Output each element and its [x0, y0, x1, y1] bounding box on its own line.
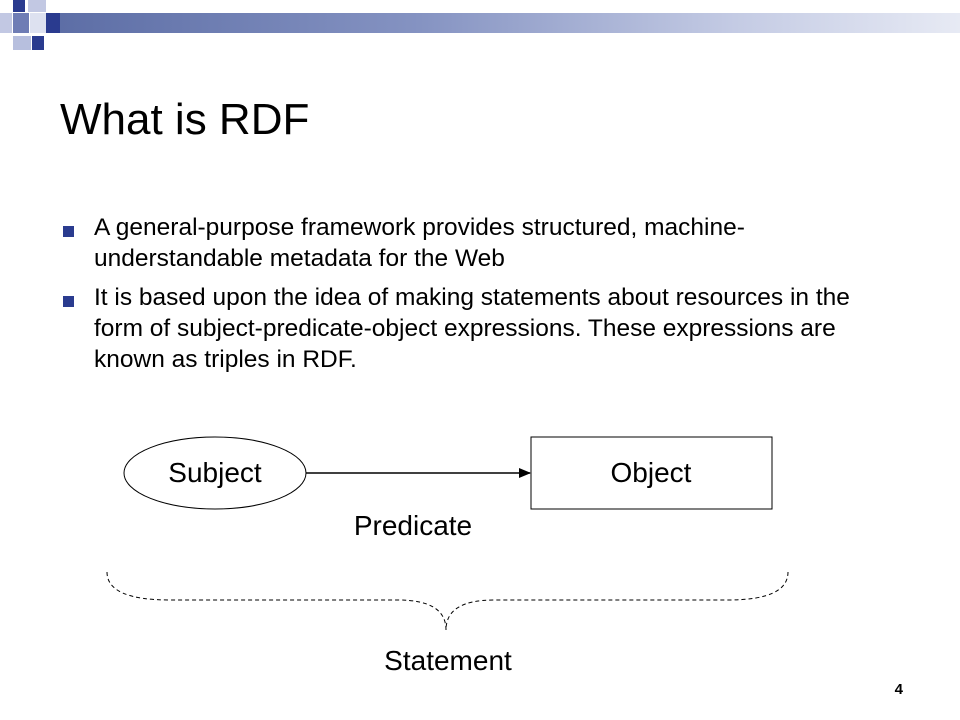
header-square-light	[13, 36, 31, 50]
header-square-light	[0, 13, 12, 33]
header-gradient-bar	[60, 13, 960, 33]
header-square-pale	[30, 13, 48, 33]
slide-title: What is RDF	[60, 95, 310, 144]
header-square-dark	[13, 0, 25, 12]
bullet-item: It is based upon the idea of making stat…	[60, 282, 860, 375]
predicate-label: Predicate	[354, 510, 472, 541]
bullet-list: A general-purpose framework provides str…	[60, 212, 860, 383]
header-square-mid	[13, 13, 29, 33]
header-square-light	[28, 0, 46, 12]
subject-label: Subject	[168, 457, 262, 488]
statement-label: Statement	[384, 645, 512, 676]
slide-header-decoration	[0, 0, 960, 60]
bullet-item: A general-purpose framework provides str…	[60, 212, 860, 274]
object-node	[530, 436, 773, 510]
square-bullet-icon	[63, 296, 74, 307]
header-square-dark	[32, 36, 44, 50]
square-bullet-icon	[63, 226, 74, 237]
header-square-dark	[46, 13, 60, 33]
object-label: Object	[611, 457, 692, 488]
page-number: 4	[894, 681, 903, 698]
bullet-text: A general-purpose framework provides str…	[94, 214, 745, 272]
statement-brace	[106, 571, 789, 631]
bullet-text: It is based upon the idea of making stat…	[94, 284, 850, 373]
